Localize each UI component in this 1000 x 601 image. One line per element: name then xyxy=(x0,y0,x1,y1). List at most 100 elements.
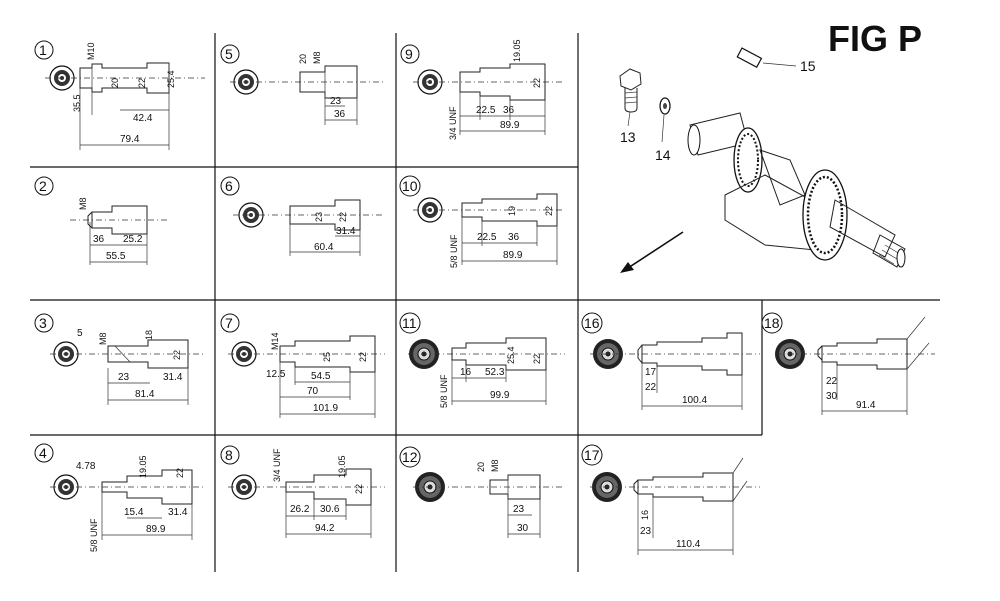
cell-number: 7 xyxy=(225,315,233,331)
figure-title: FIG P xyxy=(828,18,922,59)
cell-number: 3 xyxy=(39,315,47,331)
dim-5: 5 xyxy=(77,328,83,339)
cell-1: 1 M10 35.5 20 22 25.4 42.4 79.4 xyxy=(34,40,205,150)
dim-20: 20 xyxy=(110,78,120,88)
dim-22: 22 xyxy=(137,78,147,88)
dim-12-5: 12.5 xyxy=(266,369,286,380)
crankshaft-illustration: 15 13 14 xyxy=(619,47,906,273)
cell-3: 3 5 M8 18 22 23 31.4 81.4 xyxy=(34,313,205,405)
dim-22-5: 22.5 xyxy=(476,105,496,116)
cell-18: 18 22 30 91.4 xyxy=(761,312,935,415)
cell-9: 9 19.05 3/4 UNF 22.5 36 22 89.9 xyxy=(400,39,565,140)
dim-60-4: 60.4 xyxy=(314,242,334,253)
cell-8: 8 3/4 UNF 19.05 26.2 30.6 22 94.2 xyxy=(220,445,385,538)
dim-54-5: 54.5 xyxy=(311,371,331,382)
cell-7: 7 M14 12.5 54.5 70 101.9 25 22 xyxy=(220,313,385,418)
dim-30: 30 xyxy=(517,523,529,534)
dim-23: 23 xyxy=(314,212,324,222)
cell-number: 11 xyxy=(402,315,417,331)
cell-number: 12 xyxy=(402,449,418,465)
key-part xyxy=(736,47,763,68)
cell-number: 4 xyxy=(39,445,47,461)
cell-2: 2 M8 36 25.2 55.5 xyxy=(34,176,170,265)
dim-36: 36 xyxy=(334,109,346,120)
cell-10: 10 5/8 UNF 22.5 36 19 22 89.9 xyxy=(399,175,565,268)
crankshaft-body xyxy=(687,112,906,268)
dim-30: 30 xyxy=(826,391,838,402)
callout-key: 15 xyxy=(800,58,816,74)
dim-31-4: 31.4 xyxy=(168,507,188,518)
dim-101-9: 101.9 xyxy=(313,403,338,414)
cell-number: 2 xyxy=(39,178,47,194)
dim-36: 36 xyxy=(503,105,515,116)
dim-22: 22 xyxy=(354,484,364,494)
dim-m8: M8 xyxy=(490,459,500,472)
dim-m14: M14 xyxy=(270,332,280,350)
dim-3-4-unf: 3/4 UNF xyxy=(272,448,282,482)
dim-35-5: 35.5 xyxy=(72,94,82,112)
grid-lines xyxy=(30,33,940,572)
cell-17: 17 16 23 110.4 xyxy=(581,444,760,555)
dim-55-5: 55.5 xyxy=(106,251,126,262)
dim-23: 23 xyxy=(640,526,652,537)
dim-100-4: 100.4 xyxy=(682,395,707,406)
dim-91-4: 91.4 xyxy=(856,400,876,411)
dim-89-9: 89.9 xyxy=(503,250,523,261)
dim-22: 22 xyxy=(826,376,838,387)
cell-number: 17 xyxy=(584,447,600,463)
dim-20: 20 xyxy=(298,54,308,64)
dim-22: 22 xyxy=(172,350,182,360)
dim-m10: M10 xyxy=(86,42,96,60)
dim-19-05: 19.05 xyxy=(138,455,148,478)
cell-5: 5 20 M8 23 36 xyxy=(220,44,385,125)
callout-washer: 14 xyxy=(655,147,671,163)
dim-89-9: 89.9 xyxy=(146,524,166,535)
cell-number: 18 xyxy=(764,315,780,331)
cell-number: 9 xyxy=(405,46,413,62)
dim-18: 18 xyxy=(144,330,154,340)
dim-110-4: 110.4 xyxy=(676,539,701,550)
dim-23: 23 xyxy=(513,504,525,515)
washer-part xyxy=(659,97,671,115)
dim-94-2: 94.2 xyxy=(315,523,335,534)
callout-bolt: 13 xyxy=(620,129,636,145)
dim-22: 22 xyxy=(175,468,185,478)
dim-22-5: 22.5 xyxy=(477,232,497,243)
dim-23: 23 xyxy=(118,372,130,383)
dim-22: 22 xyxy=(532,354,542,364)
dim-36: 36 xyxy=(508,232,520,243)
cell-12: 12 20 M8 23 30 xyxy=(399,446,565,538)
dim-31-4: 31.4 xyxy=(163,372,183,383)
cell-11: 11 5/8 UNF 16 52.3 25.4 22 99.9 xyxy=(399,312,565,408)
dim-79-4: 79.4 xyxy=(120,134,140,145)
dim-5-8-unf: 5/8 UNF xyxy=(449,234,459,268)
cell-number: 16 xyxy=(584,315,600,331)
dim-19: 19 xyxy=(507,206,517,216)
dim-16: 16 xyxy=(460,367,472,378)
cell-16: 16 17 22 100.4 xyxy=(581,312,760,410)
dim-23: 23 xyxy=(330,96,342,107)
dim-15-4: 15.4 xyxy=(124,507,144,518)
dim-81-4: 81.4 xyxy=(135,389,155,400)
dim-5-8-unf: 5/8 UNF xyxy=(439,374,449,408)
dim-25-4: 25.4 xyxy=(166,70,176,88)
dim-3-4-unf: 3/4 UNF xyxy=(448,106,458,140)
cell-6: 6 23 22 31.4 60.4 xyxy=(220,176,385,256)
dim-42-4: 42.4 xyxy=(133,113,153,124)
dim-17: 17 xyxy=(645,367,657,378)
dim-20: 20 xyxy=(476,462,486,472)
dim-26-2: 26.2 xyxy=(290,504,310,515)
dim-25: 25 xyxy=(322,352,332,362)
dim-25-2: 25.2 xyxy=(123,234,143,245)
dim-22: 22 xyxy=(338,212,348,222)
cell-number: 6 xyxy=(225,178,233,194)
dim-70: 70 xyxy=(307,386,319,397)
dim-5-8-unf: 5/8 UNF xyxy=(89,518,99,552)
cell-number: 10 xyxy=(402,178,418,194)
dim-m8: M8 xyxy=(312,51,322,64)
cell-number: 1 xyxy=(39,42,47,58)
dim-22: 22 xyxy=(645,382,657,393)
dim-25-4: 25.4 xyxy=(506,346,516,364)
dim-99-9: 99.9 xyxy=(490,390,510,401)
